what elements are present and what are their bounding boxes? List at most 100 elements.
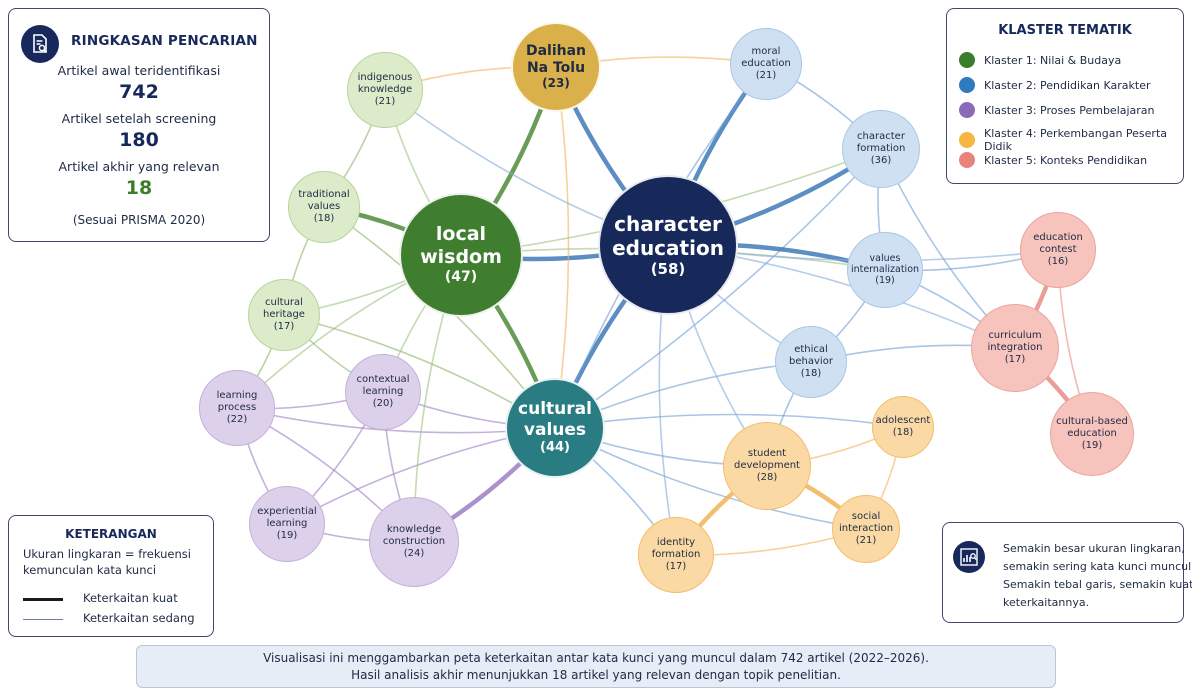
node-label-social-interaction-0: social [851,510,881,522]
cluster-3-label: Klaster 3: Proses Pembelajaran [984,103,1155,117]
node-count-learning-process: (22) [226,413,248,425]
node-label-adolescent-0: adolescent [875,414,931,426]
node-count-moral-education: (21) [755,69,777,81]
node-label-identity-formation-0: identity [656,536,696,548]
node-label-traditional-values-0: traditional [298,188,350,200]
node-count-character-education: (58) [650,259,686,278]
link-character-formation-cultural-values [554,148,882,429]
node-label-cultural-heritage-0: cultural [265,296,303,308]
size-meaning-line1: Ukuran lingkaran = frekuensi [23,547,191,561]
node-label-contextual-learning-1: learning [362,385,404,397]
cluster-5-label: Klaster 5: Konteks Pendidikan [984,153,1148,167]
cluster-3-color-dot [959,102,975,118]
node-label-identity-formation-1: formation [651,548,701,560]
node-label-contextual-learning-0: contextual [356,373,410,385]
medium-link-sample [23,619,63,620]
node-count-cultural-based-education: (19) [1081,439,1103,451]
caption-line-2: Hasil analisis akhir menunjukkan 18 arti… [351,668,841,682]
figure-caption: Visualisasi ini menggambarkan peta keter… [136,645,1056,688]
node-label-moral-education-0: moral [751,45,781,57]
node-label-values-internalization-0: values [869,252,901,264]
node-count-student-development: (28) [756,471,778,483]
node-label-values-internalization-1: internalization [850,264,920,276]
size-meaning-line2: kemunculan kata kunci [23,563,157,577]
node-label-local-wisdom-0: local [435,223,487,246]
cluster-item-1: Klaster 1: Nilai & Budaya [959,52,1121,68]
node-label-indigenous-knowledge-0: indigenous [357,71,413,83]
node-label-student-development-0: student [747,447,787,459]
cluster-2-color-dot [959,77,975,93]
node-count-cultural-heritage: (17) [273,320,295,332]
node-count-experiential-learning: (19) [276,529,298,541]
cluster-item-5: Klaster 5: Konteks Pendidikan [959,152,1147,168]
node-label-local-wisdom-1: wisdom [420,246,502,269]
node-label-experiential-learning-0: experiential [257,505,317,517]
node-label-learning-process-1: process [217,401,257,413]
node-label-ethical-behavior-0: ethical [794,343,828,355]
cluster-5-color-dot [959,152,975,168]
node-adolescent: adolescent(18) [872,396,934,458]
node-label-character-education-1: education [612,235,724,260]
caption-line-1: Visualisasi ini menggambarkan peta keter… [263,651,929,665]
screened-articles-value: 180 [119,129,159,151]
node-count-curriculum-integration: (17) [1004,353,1026,365]
node-label-education-contest-1: contest [1039,243,1077,255]
node-label-cultural-values-0: cultural [518,399,592,420]
cluster-item-3: Klaster 3: Proses Pembelajaran [959,102,1155,118]
cluster-2-label: Klaster 2: Pendidikan Karakter [984,78,1151,92]
node-label-character-formation-0: character [857,130,905,142]
node-label-character-education-0: character [614,211,722,236]
initial-articles-label: Artikel awal teridentifikasi [57,63,221,78]
node-label-knowledge-construction-0: knowledge [386,523,442,535]
node-label-moral-education-1: education [741,57,791,69]
node-label-knowledge-construction-1: construction [382,535,446,547]
cluster-1-color-dot [959,52,975,68]
node-count-dalihan-na-tolu: (23) [542,76,570,91]
strong-link-label: Keterkaitan kuat [83,591,178,605]
node-count-indigenous-knowledge: (21) [374,95,396,107]
node-label-ethical-behavior-1: behavior [789,355,833,367]
node-label-dalihan-na-tolu-0: Dalihan [525,42,587,59]
cluster-4-color-dot [959,132,975,148]
info-line-1: Semakin besar ukuran lingkaran, [1003,542,1185,555]
initial-articles-value: 742 [119,81,159,103]
final-articles-value: 18 [125,177,153,199]
node-label-experiential-learning-1: learning [266,517,308,529]
cluster-4-label: Klaster 4: Perkembangan Peserta Didik [984,127,1168,153]
node-label-cultural-based-education-1: education [1067,427,1117,439]
legend-title: KETERANGAN [65,527,157,541]
node-count-education-contest: (16) [1047,255,1069,267]
node-count-traditional-values: (18) [313,212,335,224]
strong-link-sample [23,598,63,601]
info-line-2: semakin sering kata kunci muncul. [1003,560,1192,573]
search-summary-panel: RINGKASAN PENCARIAN Artikel awal teriden… [8,8,270,242]
cluster-item-4: Klaster 4: Perkembangan Peserta Didik [959,127,1183,153]
node-count-social-interaction: (21) [855,534,877,546]
node-count-cultural-values: (44) [540,440,570,456]
legend-panel: KETERANGAN Ukuran lingkaran = frekuensi … [8,515,214,637]
cluster-panel-title: KLASTER TEMATIK [998,23,1132,38]
link-dalihan-na-tolu-cultural-values [554,66,570,429]
node-label-education-contest-0: education [1033,231,1083,243]
chart-analysis-icon [953,541,985,573]
info-line-4: keterkaitannya. [1003,596,1090,609]
info-line-3: Semakin tebal garis, semakin kuat [1003,578,1192,591]
node-label-cultural-heritage-1: heritage [263,308,305,320]
node-count-values-internalization: (19) [875,275,895,287]
